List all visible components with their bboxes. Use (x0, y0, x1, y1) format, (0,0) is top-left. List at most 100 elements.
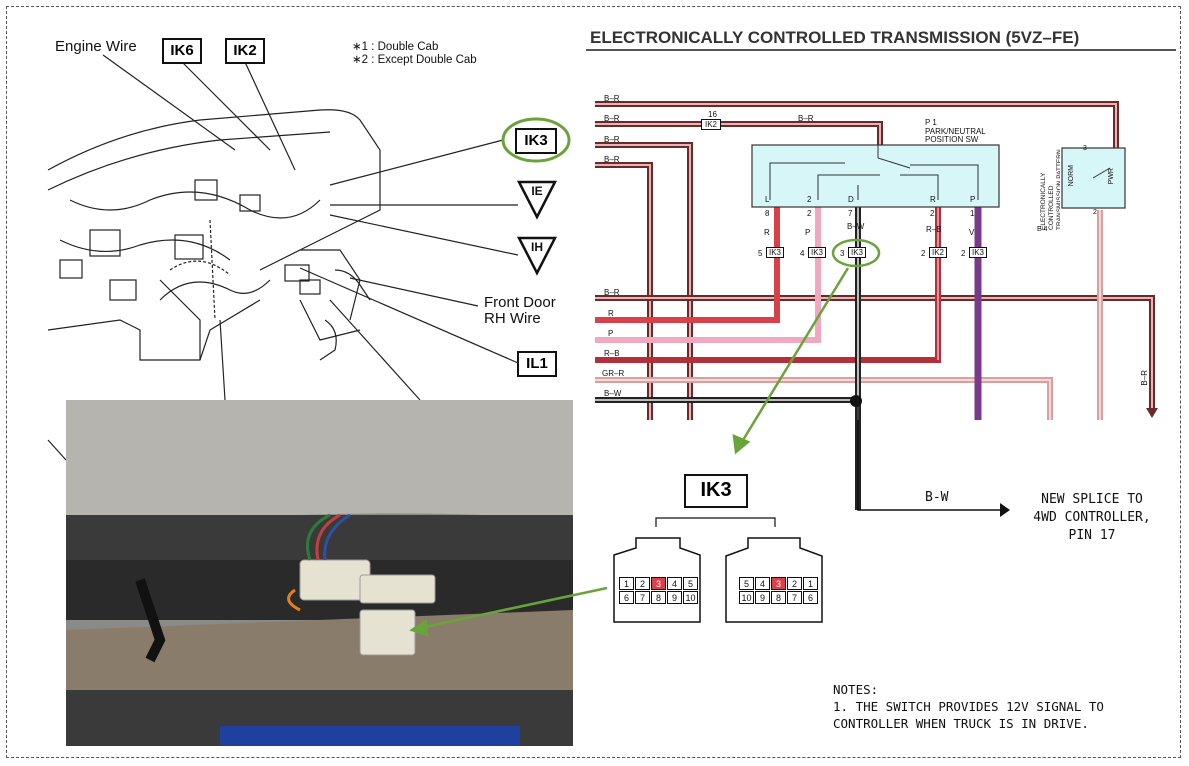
switch-pin-r: R (930, 195, 936, 204)
pin-num-8: 8 (765, 209, 770, 218)
ik2-label: IK2 (225, 38, 265, 64)
connector-right-pin-cell: 4 (755, 577, 770, 590)
conn3-pin: 3 (840, 249, 845, 258)
bus-grr: GR–R (602, 369, 625, 378)
leader-lines (47, 54, 519, 461)
glovebox-photo (66, 400, 573, 746)
connector-right-pin-cell: 10 (739, 591, 754, 604)
e4-pin-3: 3 (1083, 145, 1087, 152)
connector-right-pin-cell: 5 (739, 577, 754, 590)
conn2-name: IK3 (808, 247, 827, 258)
e4-pin-2: 2 (1093, 209, 1097, 216)
col-wire-rb: R–B (926, 225, 942, 234)
p1-desc-2: POSITION SW (925, 135, 979, 144)
ik6-label: IK6 (162, 38, 202, 64)
bus-p: P (608, 329, 614, 338)
schematic-title: ELECTRONICALLY CONTROLLED TRANSMISSION (… (590, 28, 1080, 47)
p1-switch-box (751, 144, 1000, 208)
connector-left-pin-cell: 4 (667, 577, 682, 590)
switch-pin-p: P (970, 195, 976, 204)
ik3-big-label: IK3 (684, 474, 748, 508)
green-arrows (409, 267, 850, 637)
rh-wire-label: RH Wire (484, 310, 541, 327)
col-wire-bw: B–W (847, 222, 865, 231)
connector-right-pin-cell: 7 (787, 591, 802, 604)
wire-br-3: B–R (604, 135, 620, 144)
connector-left-pin-cell: 10 (683, 591, 698, 604)
pin-num-2b: 2 (930, 209, 935, 218)
connector-right-pin-cell: 1 (803, 577, 818, 590)
ik3-label: IK3 (515, 128, 557, 154)
dashboard-drawing (47, 109, 381, 361)
conn5-name: IK3 (969, 247, 988, 258)
connector-left-pin-cell: 2 (635, 577, 650, 590)
switch-pin-l: L (765, 195, 770, 204)
notes-line-1: 1. THE SWITCH PROVIDES 12V SIGNAL TO (833, 699, 1104, 714)
conn2-pin: 4 (800, 249, 805, 258)
pin-num-7: 7 (848, 209, 853, 218)
ik3-schematic-circle (831, 238, 881, 268)
ik3-bracket (655, 517, 776, 527)
p1-desc-1: PARK/NEUTRAL (925, 127, 986, 136)
bw-splice-wire: B-W (925, 490, 949, 505)
splice-note-2: 4WD CONTROLLER, (1033, 510, 1151, 525)
ik3-highlight-circle (501, 117, 571, 163)
connector-left-pin-cell: 1 (619, 577, 634, 590)
connector-right-pin-cell: 8 (771, 591, 786, 604)
title-underline (586, 49, 1176, 51)
wire-br-4: B–R (604, 155, 620, 164)
ih-label: IH (531, 240, 543, 254)
pin-num-1: 1 (970, 209, 975, 218)
notes-line-2: CONTROLLER WHEN TRUCK IS IN DRIVE. (833, 716, 1089, 731)
br-right: B–R (1140, 370, 1149, 386)
note-double-cab: ∗1 : Double Cab (352, 41, 439, 53)
splice-note-1: NEW SPLICE TO (1041, 492, 1143, 507)
col-wire-r: R (764, 228, 770, 237)
notes-title: NOTES: (833, 682, 879, 697)
conn-ik2-top: IK2 (701, 119, 722, 130)
pin-num-2a: 2 (807, 209, 812, 218)
bus-br: B–R (604, 288, 620, 297)
connector-right-pin-cell: 3 (771, 577, 786, 590)
il1-label: IL1 (517, 351, 557, 377)
wire-br-2: B–R (604, 114, 620, 123)
bus-r: R (608, 309, 614, 318)
connector-left-pin-cell: 3 (651, 577, 666, 590)
conn5-pin: 2 (961, 249, 966, 258)
conn1-pin: 5 (758, 249, 763, 258)
e4-desc: ELECTRONICALLY CONTROLLED TRANSMISSION P… (1040, 149, 1060, 230)
p1-id: P 1 (925, 118, 937, 127)
note-except-double-cab: ∗2 : Except Double Cab (352, 54, 477, 66)
col-wire-v: V (969, 228, 975, 237)
conn-16-pin: 16 (708, 110, 717, 119)
connector-right-pin-cell: 2 (787, 577, 802, 590)
ie-triangle (517, 180, 557, 220)
col-wire-p: P (805, 228, 811, 237)
ie-label: IE (531, 184, 543, 198)
connector-left-pin-cell: 6 (619, 591, 634, 604)
dashed-frame (6, 6, 1181, 758)
switch-internals (769, 145, 1111, 200)
engine-wire-label: Engine Wire (55, 38, 137, 55)
wire-br-1: B–R (604, 94, 620, 103)
connector-right-pin-cell: 9 (755, 591, 770, 604)
bus-rb: R–B (604, 349, 620, 358)
connector-left-pin-cell: 8 (651, 591, 666, 604)
conn3-name: IK3 (848, 247, 867, 258)
conn1-name: IK3 (766, 247, 785, 258)
bus-bw: B–W (604, 389, 622, 398)
switch-pin-d: D (848, 195, 854, 204)
connector-left-pin-cell: 5 (683, 577, 698, 590)
connector-right-pin-cell: 6 (803, 591, 818, 604)
front-door-label: Front Door (484, 294, 556, 311)
conn4-pin: 2 (921, 249, 926, 258)
e4-norm: NORM (1068, 165, 1075, 187)
wire-br-top: B–R (798, 114, 814, 123)
switch-pin-2: 2 (807, 195, 812, 204)
connector-left-pin-cell: 9 (667, 591, 682, 604)
splice-note-3: PIN 17 (1068, 528, 1116, 543)
e4-pwr: PWR (1108, 168, 1115, 185)
